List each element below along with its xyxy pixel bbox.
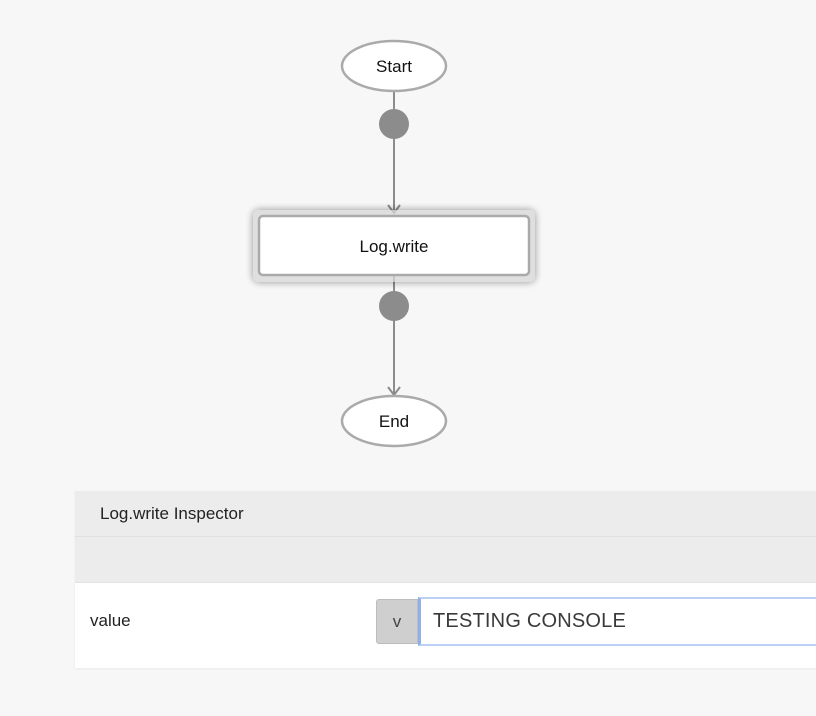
end-node[interactable]: End [340,394,448,448]
start-node[interactable]: Start [340,39,448,93]
log-write-node[interactable]: Log.write [253,210,535,282]
inspector-header: Log.write Inspector [75,491,816,537]
inspector-field-row: value v [75,583,816,668]
inspector-panel: Log.write Inspector value v [75,491,816,668]
value-field-label: value [90,611,131,630]
inspector-title: Log.write Inspector [100,503,244,523]
end-node-label: End [379,412,409,431]
connector-handle-2[interactable] [379,291,409,321]
log-write-node-label: Log.write [360,237,429,256]
connector-handle-1[interactable] [379,109,409,139]
inspector-toolbar [75,537,816,583]
value-input[interactable] [418,597,816,646]
flow-canvas: Start Log.write End [253,39,535,448]
value-type-toggle-button[interactable]: v [376,599,418,644]
start-node-label: Start [376,57,412,76]
